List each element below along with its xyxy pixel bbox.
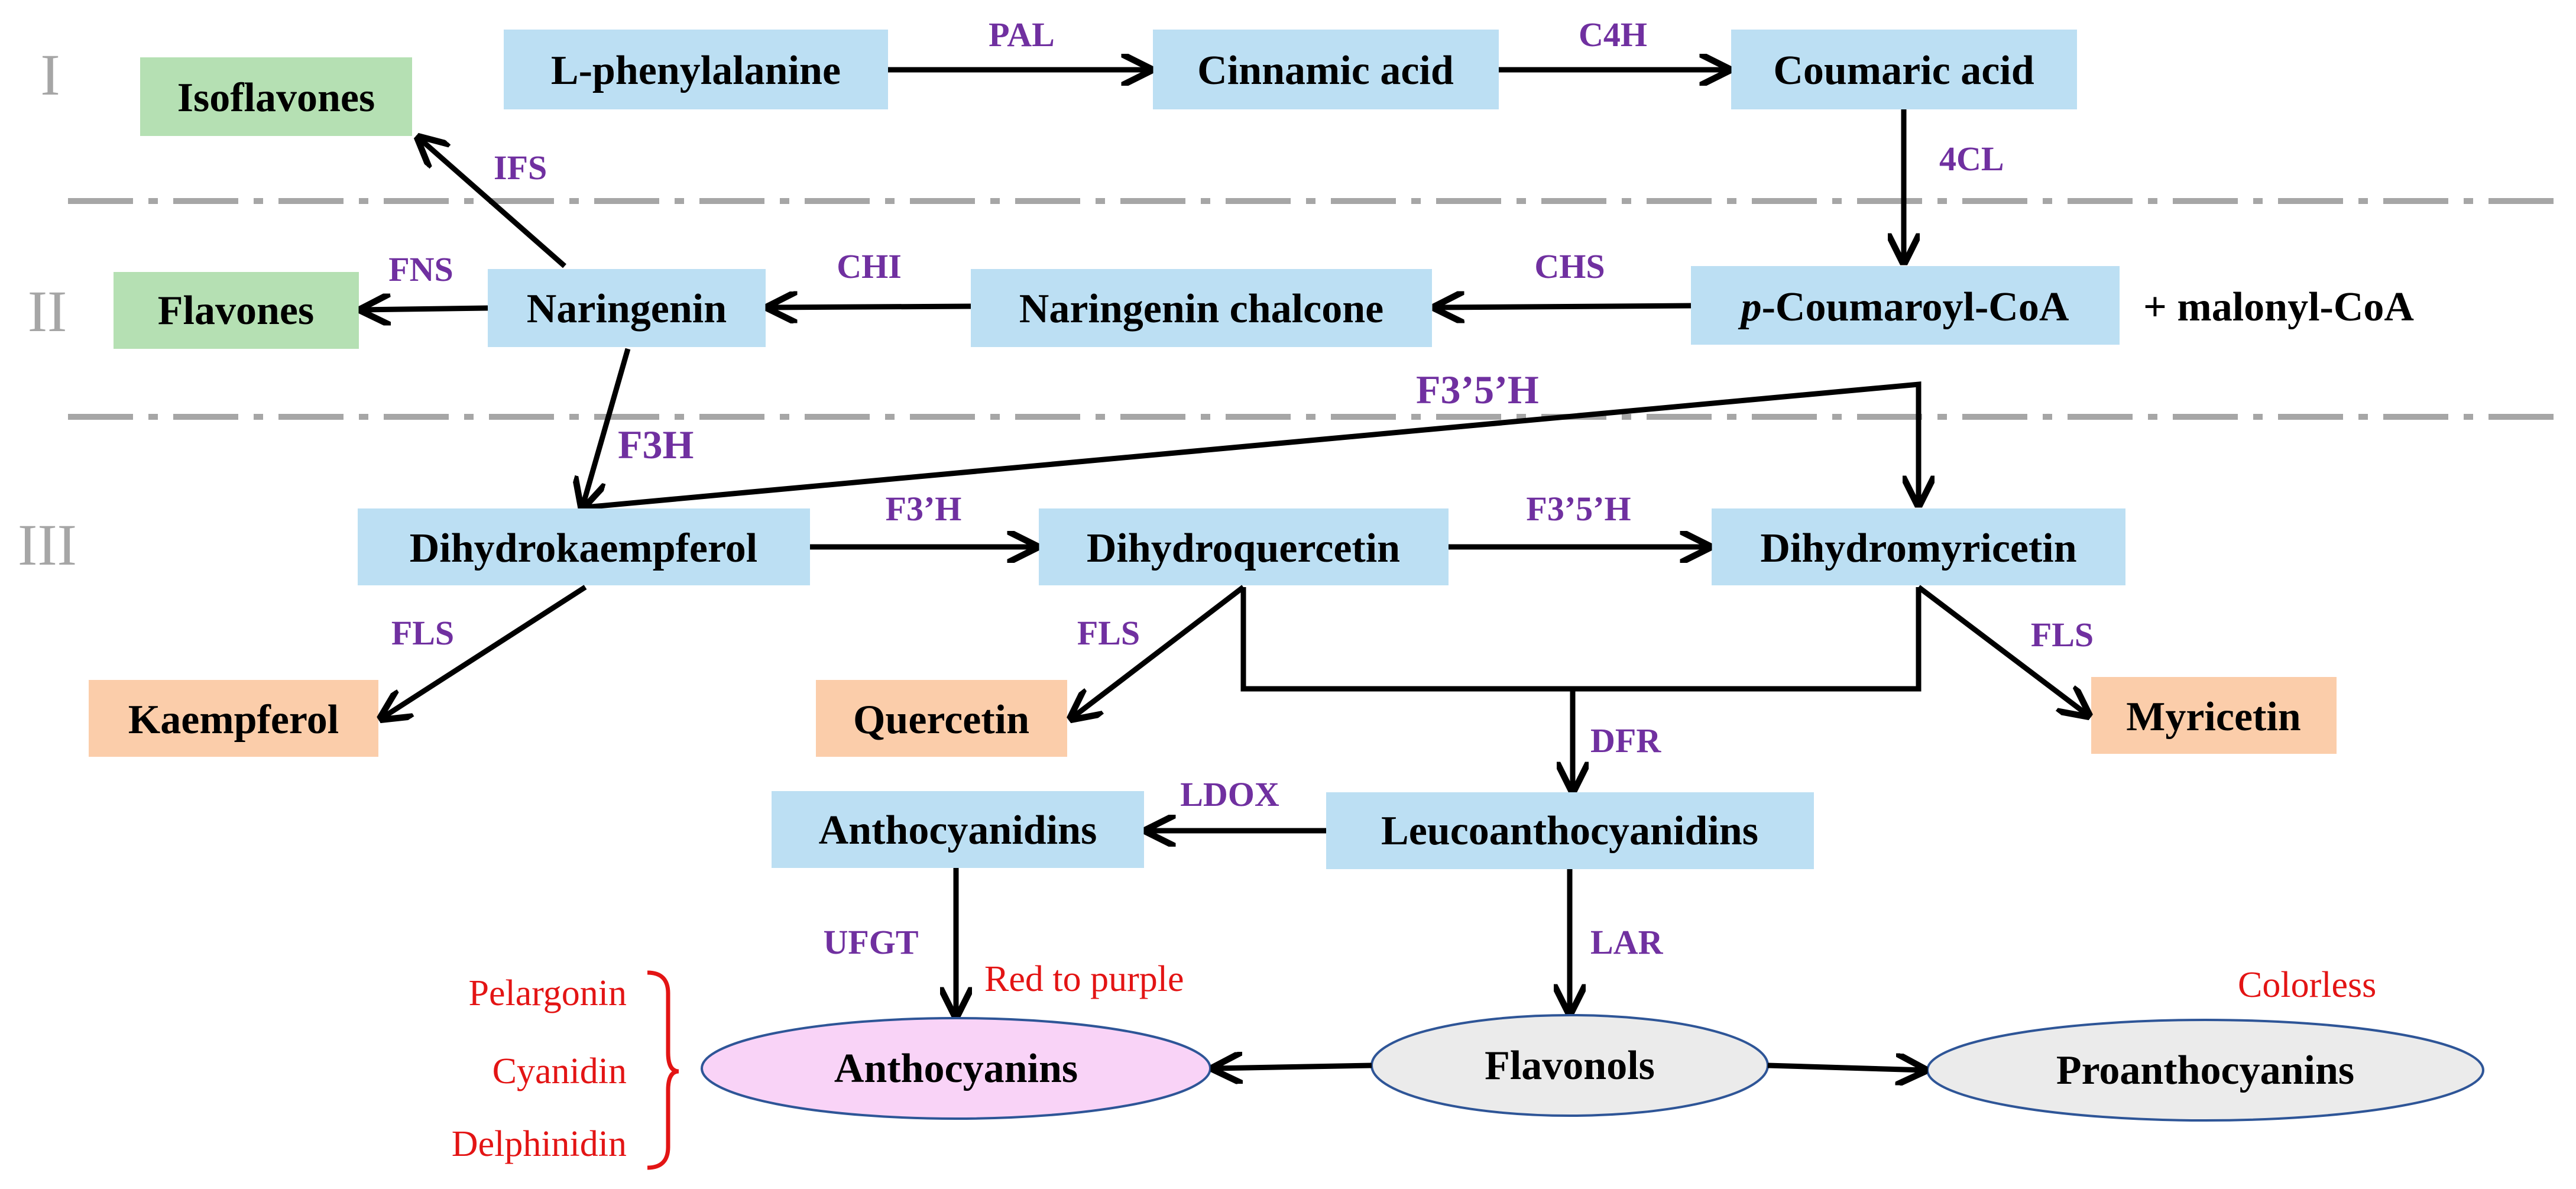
node-flavones: Flavones: [114, 272, 359, 349]
node-dihydromyricetin: Dihydromyricetin: [1712, 508, 2125, 585]
node-label: Quercetin: [853, 697, 1029, 743]
enzyme-ufgt: UFGT: [823, 923, 918, 961]
enzyme-ifs: IFS: [494, 148, 547, 187]
enzyme-f35h-top: F3’5’H: [1416, 367, 1539, 412]
node-box: [358, 508, 810, 585]
node-label: Isoflavones: [177, 75, 375, 121]
node-flavonols: Flavonols: [1370, 1014, 1769, 1117]
node-label: Naringenin chalcone: [1019, 286, 1383, 332]
note-pelargonin: Pelargonin: [469, 973, 627, 1013]
arrow-flavonols-to-proanthocyanins: [1767, 1065, 1924, 1070]
node-label: Flavones: [158, 288, 314, 333]
stage-label-ii: II: [28, 278, 67, 344]
node-l-phenylalanine: L-phenylalanine: [504, 30, 888, 109]
arrow-chs: [1436, 306, 1692, 307]
node-label: Dihydroquercetin: [1087, 526, 1400, 571]
node-label: p-Coumaroyl-CoA: [1738, 284, 2069, 330]
arrow-fls-kaempferol: [381, 585, 587, 718]
note-red-to-purple: Red to purple: [984, 959, 1184, 999]
node-quercetin: Quercetin: [816, 680, 1067, 757]
node-myricetin: Myricetin: [2091, 677, 2337, 754]
arrow-f3h: [582, 348, 631, 507]
arrow-chi: [769, 306, 971, 307]
node-label: Dihydromyricetin: [1760, 526, 2076, 571]
node-label: Naringenin: [527, 286, 727, 332]
node-box: [772, 791, 1144, 868]
node-box: [1712, 508, 2125, 585]
node-box: [1153, 30, 1499, 109]
dfr-merge-line: [1240, 587, 1922, 692]
brace-anthocyanin-types: [647, 970, 679, 1170]
malonyl-coa-label: + malonyl-CoA: [2143, 284, 2414, 330]
node-ellipse: [701, 1017, 1211, 1120]
node-box: [971, 269, 1432, 347]
node-box: [816, 680, 1067, 757]
node-label: Leucoanthocyanidins: [1381, 808, 1758, 854]
arrow-fls-myricetin: [1917, 585, 2088, 715]
node-label: Flavonols: [1485, 1043, 1655, 1088]
arrow-ifs: [419, 138, 566, 268]
node-cinnamic-acid: Cinnamic acid: [1153, 30, 1499, 109]
node-box: [1691, 266, 2120, 345]
enzyme-f3-prime-h: F3’H: [886, 490, 962, 528]
node-label-italic-prefix: p: [1738, 284, 1762, 330]
node-label-rest: -Coumaroyl-CoA: [1762, 284, 2069, 330]
note-cyanidin: Cyanidin: [492, 1051, 627, 1091]
node-isoflavones: Isoflavones: [140, 57, 412, 136]
enzyme-fls-myricetin: FLS: [2031, 615, 2094, 654]
enzyme-c4h: C4H: [1579, 15, 1647, 54]
enzyme-fns: FNS: [388, 250, 453, 289]
enzyme-lar: LAR: [1590, 923, 1664, 961]
stage-label-i: I: [40, 42, 60, 108]
enzyme-dfr: DFR: [1590, 721, 1661, 760]
node-dihydroquercetin: Dihydroquercetin: [1039, 508, 1449, 585]
enzyme-4cl: 4CL: [1939, 140, 2004, 178]
node-label: Coumaric acid: [1773, 48, 2034, 93]
node-box: [89, 680, 378, 757]
node-anthocyanidins: Anthocyanidins: [772, 791, 1144, 868]
enzyme-fls-quercetin: FLS: [1077, 614, 1140, 652]
node-label: Dihydrokaempferol: [410, 526, 758, 571]
node-label: L-phenylalanine: [551, 48, 841, 93]
arrow-f35h-top: [585, 381, 1919, 510]
node-box: [1039, 508, 1449, 585]
arrow-fns: [362, 308, 488, 310]
node-dihydrokaempferol: Dihydrokaempferol: [358, 508, 810, 585]
node-box: [504, 30, 888, 109]
node-naringenin-chalcone: Naringenin chalcone: [971, 269, 1432, 347]
node-box: [114, 272, 359, 349]
enzyme-f3h: F3H: [618, 422, 694, 467]
node-box: [488, 269, 766, 347]
node-p-coumaroyl-coa: p-Coumaroyl-CoA: [1691, 266, 2120, 345]
enzyme-pal: PAL: [989, 15, 1055, 54]
node-kaempferol: Kaempferol: [89, 680, 378, 757]
node-box: [140, 57, 412, 136]
node-box: [1326, 792, 1814, 869]
node-label: Anthocyanidins: [819, 808, 1097, 853]
node-coumaric-acid: Coumaric acid: [1731, 30, 2077, 109]
enzyme-chi: CHI: [837, 247, 902, 286]
node-anthocyanins: Anthocyanins: [701, 1017, 1211, 1120]
enzyme-fls-kaempferol: FLS: [391, 614, 454, 652]
node-leucoanthocyanidins: Leucoanthocyanidins: [1326, 792, 1814, 869]
note-colorless: Colorless: [2238, 965, 2376, 1005]
note-delphinidin: Delphinidin: [452, 1124, 627, 1164]
node-label: Anthocyanins: [834, 1046, 1078, 1091]
stage-label-iii: III: [18, 512, 77, 578]
node-box: [1731, 30, 2077, 109]
node-naringenin: Naringenin: [488, 269, 766, 347]
enzyme-chs: CHS: [1534, 247, 1605, 286]
arrow-fls-quercetin: [1071, 585, 1245, 718]
node-proanthocyanins: Proanthocyanins: [1926, 1019, 2484, 1122]
node-label: Kaempferol: [128, 697, 339, 743]
node-label: Cinnamic acid: [1197, 48, 1454, 93]
arrow-flavonols-to-anthocyanins: [1214, 1065, 1372, 1068]
enzyme-f35h-mid: F3’5’H: [1526, 490, 1631, 528]
node-label: Myricetin: [2126, 694, 2300, 740]
node-label: Proanthocyanins: [2056, 1048, 2354, 1093]
node-box: [2091, 677, 2337, 754]
enzyme-ldox: LDOX: [1180, 775, 1279, 814]
